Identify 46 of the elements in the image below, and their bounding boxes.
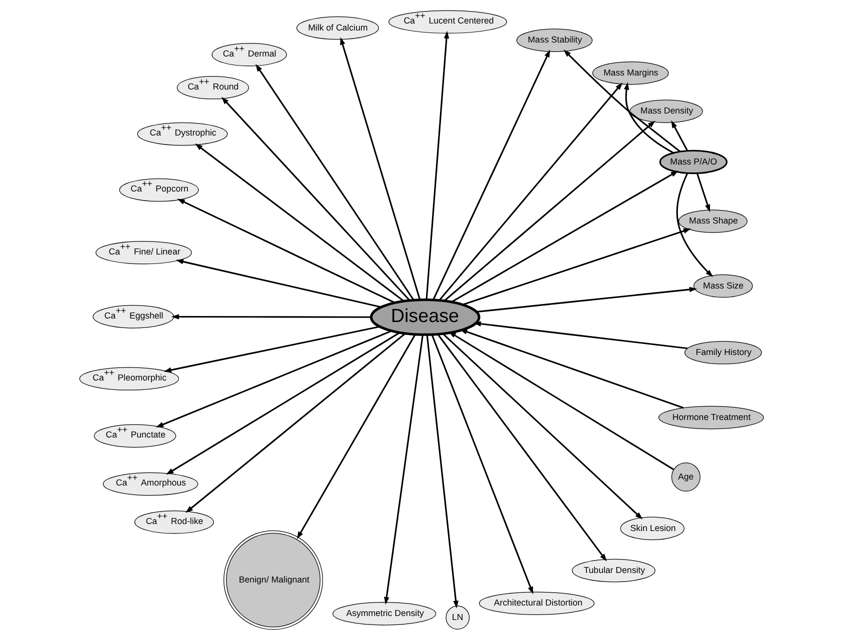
node-ellipse: Asymmetric Density — [332, 602, 436, 626]
node-ellipse: Tubular Density — [572, 558, 656, 582]
arrow — [166, 332, 400, 475]
arrow — [340, 37, 421, 300]
arrow — [256, 64, 414, 301]
arrow — [171, 314, 372, 320]
arrow — [164, 326, 380, 373]
arrow — [671, 120, 688, 152]
arrow — [460, 329, 684, 409]
arrow — [451, 170, 678, 303]
arrow — [177, 198, 396, 304]
arrow — [564, 50, 680, 152]
arrow — [296, 334, 416, 540]
node-circle: Age — [671, 462, 700, 492]
node-ellipse: Architectural Distortion — [478, 592, 594, 615]
arrow — [476, 286, 698, 313]
node-ellipse: Skin Lesion — [620, 516, 684, 540]
node-ellipse: Milk of Calcium — [296, 16, 379, 40]
arrow — [384, 334, 424, 605]
arrow — [431, 334, 534, 594]
arrow — [444, 120, 656, 302]
arrow — [462, 228, 692, 306]
arrow — [186, 332, 406, 513]
arrow — [437, 334, 607, 562]
arrow — [473, 321, 688, 350]
arrow — [696, 173, 710, 212]
node-circle: LN — [446, 606, 470, 630]
arrow — [426, 30, 450, 300]
node-ellipse: Family History — [684, 340, 762, 364]
node-ellipse: Mass P/A/O — [659, 150, 728, 174]
arrow — [156, 330, 392, 428]
arrow — [195, 143, 404, 302]
arrow — [176, 259, 382, 308]
arrow — [432, 50, 550, 300]
node-ellipse: Mass Density — [630, 100, 703, 123]
arrow — [676, 172, 714, 278]
arrow — [221, 96, 410, 302]
arrow — [442, 333, 643, 520]
arrow — [624, 82, 674, 154]
node-ellipse: Mass Margins — [592, 61, 669, 85]
node-ellipse: Mass Size — [694, 274, 753, 298]
arrow — [448, 331, 674, 470]
node-ellipse: Hormone Treatment — [658, 406, 764, 430]
node-ellipse: Mass Stability — [516, 28, 593, 52]
arrow — [438, 82, 623, 301]
arrow — [426, 334, 458, 608]
